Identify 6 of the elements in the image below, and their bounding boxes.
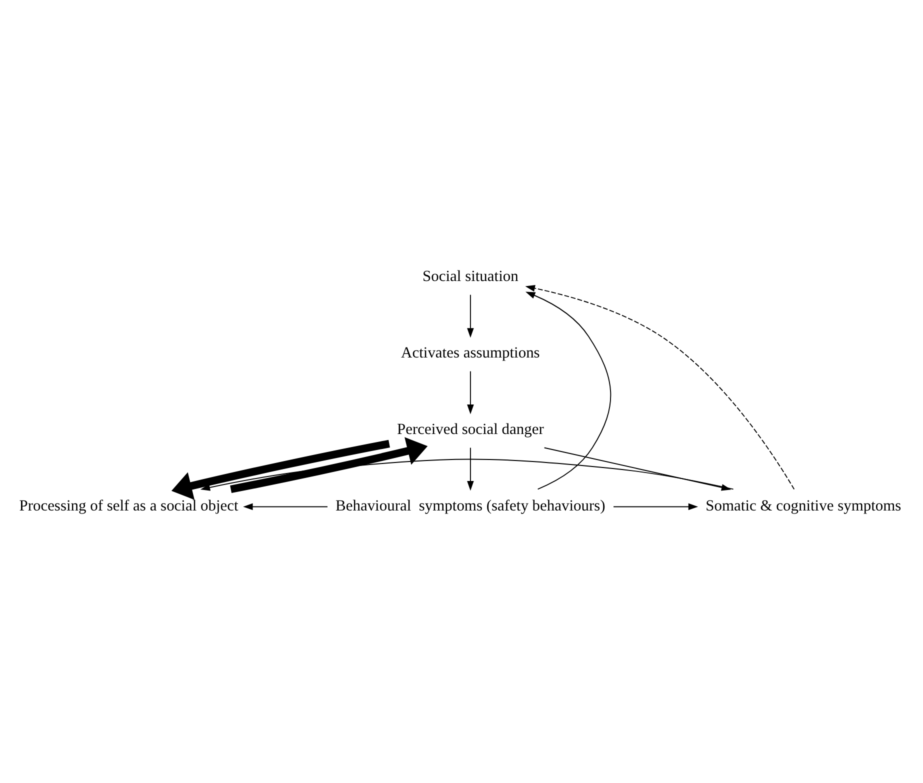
node-text: Behavioural symptoms (safety behaviours) xyxy=(336,496,606,514)
node-text: Somatic & cognitive symptoms xyxy=(706,496,902,514)
node-text: Processing of self as a social object xyxy=(19,496,238,514)
node-text: Perceived social danger xyxy=(397,420,544,438)
node-text: Activates assumptions xyxy=(401,344,540,361)
node-text: Social situation xyxy=(422,267,518,284)
